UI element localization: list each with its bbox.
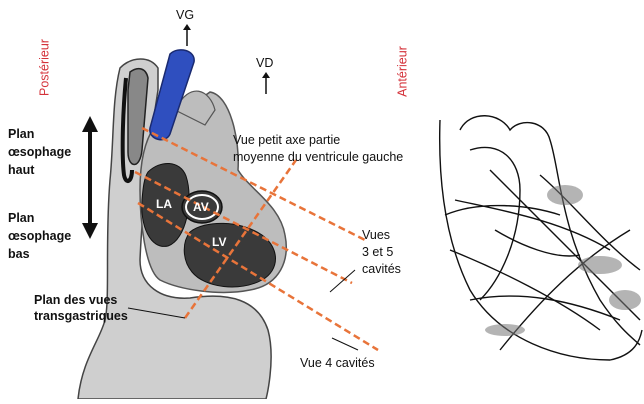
label-lv: LV [212,234,226,251]
label-av: AV [193,199,209,216]
level-arrow-down [82,223,98,239]
label-petit-axe-2: moyenne du ventricule gauche [233,150,403,165]
label-petit-axe-1: Vue petit axe partie [233,133,340,148]
label-la: LA [156,196,172,213]
level-arrow-up [82,116,98,132]
label-transgastrique-2: transgastriques [34,308,128,325]
label-vd: VD [256,56,273,71]
vd-arrow-head [262,72,270,78]
label-vues35-2: 3 et 5 [362,245,393,260]
heart-sketch-texture [485,185,641,336]
label-vues35-1: Vues [362,228,390,243]
leader-vue4 [332,338,358,350]
label-posterieur: Postérieur [38,33,53,103]
label-transgastrique-1: Plan des vues [34,292,117,309]
label-plan-haut-2: œsophage [8,144,71,161]
label-plan-bas-1: Plan [8,210,34,227]
label-vue4: Vue 4 cavités [300,356,375,371]
vg-arrow-head [183,24,191,30]
label-plan-haut-1: Plan [8,126,34,143]
label-vues35-3: cavités [362,262,401,277]
label-plan-bas-2: œsophage [8,228,71,245]
label-anterieur: Antérieur [396,37,411,107]
label-vg: VG [176,8,194,23]
heart-sketch [440,116,642,360]
label-plan-bas-3: bas [8,246,30,263]
label-plan-haut-3: haut [8,162,34,179]
